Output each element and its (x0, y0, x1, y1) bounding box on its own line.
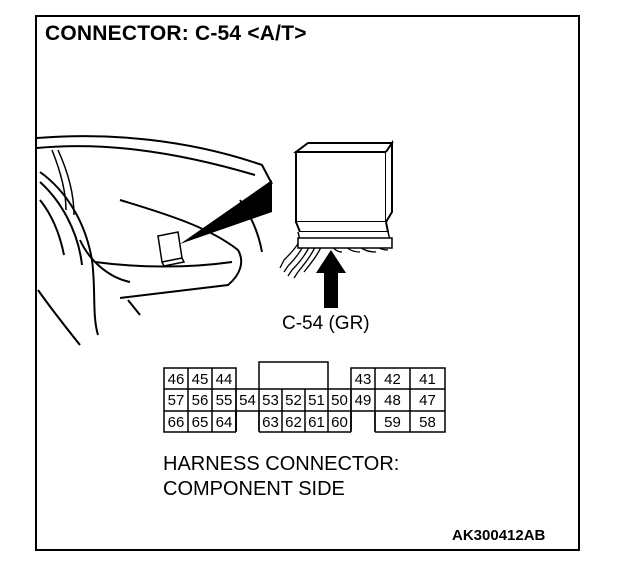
pointer-arrow (316, 250, 346, 308)
control-unit-module (293, 139, 394, 241)
description-line: HARNESS CONNECTOR: (163, 453, 400, 475)
leader-wedge (180, 180, 272, 244)
dashboard-drawing (36, 135, 273, 346)
harness-plug (297, 237, 393, 249)
diagram-title: CONNECTOR: C-54 <A/T> (45, 22, 307, 45)
empty-cavity (352, 412, 374, 431)
connector-description: HARNESS CONNECTOR: COMPONENT SIDE (163, 452, 399, 502)
connector-location-marker (157, 231, 186, 267)
diagram-frame (35, 15, 580, 551)
connector-face (163, 361, 446, 433)
connector-callout: C-54 (GR) (282, 313, 370, 334)
description-line: COMPONENT SIDE (163, 478, 345, 500)
empty-cavity (237, 412, 258, 431)
steering-column-lines (51, 149, 75, 216)
figure-code: AK300412AB (452, 527, 546, 544)
